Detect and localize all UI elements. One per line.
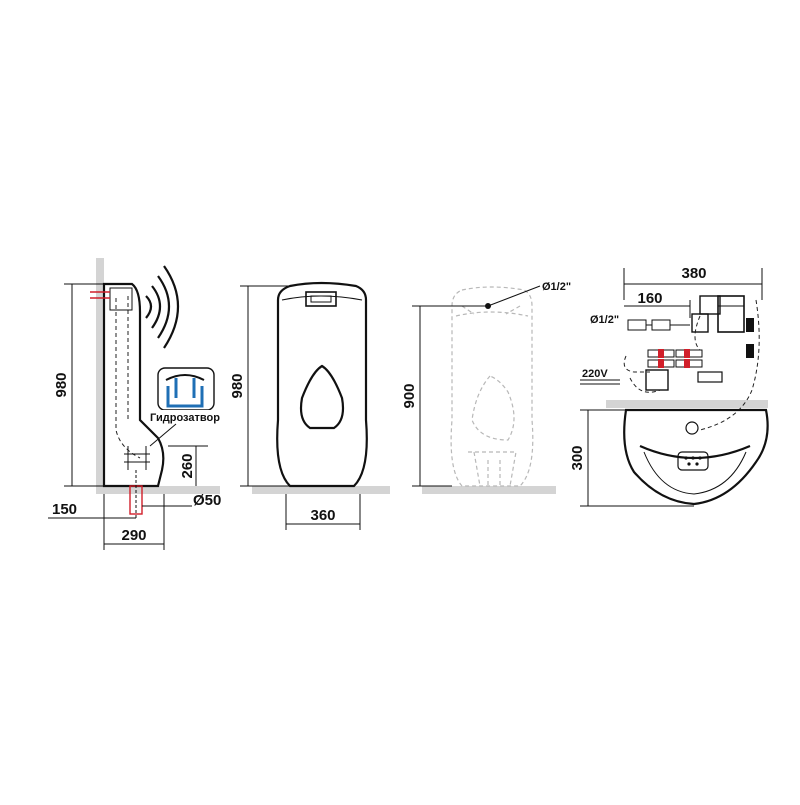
ghost-height-label: 900 xyxy=(401,383,418,408)
top-sensor-module xyxy=(677,451,709,471)
front-floor xyxy=(252,486,390,494)
top-valve-body xyxy=(699,295,721,315)
side-height-label: 980 xyxy=(53,372,70,397)
top-pipe-offset-dim xyxy=(624,300,691,318)
ghost-internal-lines xyxy=(461,305,521,315)
top-view: 380 160 Ø1/2" 2 xyxy=(569,265,769,507)
top-solenoid xyxy=(717,295,745,333)
side-body-outline xyxy=(102,282,165,488)
side-inlet-pipe xyxy=(90,291,110,299)
side-outlet-height-dim xyxy=(168,445,208,486)
side-depth-dim xyxy=(103,494,165,550)
ghost-trap xyxy=(468,451,517,487)
front-flush-panel xyxy=(305,291,337,307)
ghost-height-dim-line xyxy=(412,305,488,487)
front-width-label: 360 xyxy=(310,507,335,524)
top-sensor-cap-2 xyxy=(746,344,754,358)
water-seal-label: Гидрозатвор xyxy=(150,412,220,424)
top-depth-dim-line xyxy=(580,409,694,507)
top-width-label: 380 xyxy=(681,265,706,282)
top-power-box xyxy=(645,369,669,391)
top-inlet-label: Ø1/2" xyxy=(590,314,619,326)
front-body-outline xyxy=(276,281,368,488)
top-connectors xyxy=(647,349,703,368)
ghost-body-outline xyxy=(450,286,534,487)
ghost-top-edge xyxy=(455,311,529,317)
front-height-dim-line xyxy=(240,285,290,487)
side-height-dim-line xyxy=(64,283,104,487)
ghost-front-view: Ø1/2" 900 xyxy=(401,281,571,494)
ghost-inlet-label: Ø1/2" xyxy=(542,281,571,293)
ghost-inlet-leader xyxy=(487,285,541,307)
front-view: 980 360 xyxy=(229,281,390,530)
top-bowl-inner xyxy=(643,451,747,495)
front-bowl-opening xyxy=(299,364,345,430)
top-fitting-2 xyxy=(651,319,671,331)
front-width-dim-line xyxy=(285,494,361,530)
front-sensor-window xyxy=(310,295,332,303)
top-drain xyxy=(685,421,699,435)
top-width-dim-line xyxy=(623,268,763,300)
front-height-label: 980 xyxy=(229,373,246,398)
side-valve-box xyxy=(109,287,133,311)
side-view: Гидрозатвор 980 260 Ø50 150 290 xyxy=(48,258,221,550)
water-seal-leader xyxy=(149,423,177,447)
ghost-bowl xyxy=(471,375,515,441)
top-depth-label: 300 xyxy=(569,445,586,470)
side-offset-label: 150 xyxy=(52,501,77,518)
side-wall xyxy=(96,258,104,494)
side-floor xyxy=(96,486,220,494)
water-seal-callout: Гидрозатвор xyxy=(149,367,220,447)
top-junction xyxy=(697,371,723,383)
top-bowl-outline xyxy=(623,408,769,506)
sensor-wave-icon xyxy=(145,265,180,349)
top-pipe-offset-label: 160 xyxy=(637,290,662,307)
ghost-floor xyxy=(422,486,556,494)
side-diameter-label: Ø50 xyxy=(193,492,221,509)
top-fitting-1 xyxy=(627,319,647,331)
top-sensor-dots xyxy=(684,456,702,466)
top-wiring xyxy=(623,299,760,431)
top-voltage-label: 220V xyxy=(582,368,608,380)
front-top-edge xyxy=(281,295,363,301)
top-sensor-cap xyxy=(746,318,754,332)
side-trap xyxy=(124,446,150,470)
top-wall xyxy=(606,400,768,408)
side-depth-label: 290 xyxy=(121,527,146,544)
side-outlet-height-label: 260 xyxy=(179,453,196,478)
side-internal-pipe xyxy=(115,296,141,459)
water-seal-icon xyxy=(165,374,205,408)
